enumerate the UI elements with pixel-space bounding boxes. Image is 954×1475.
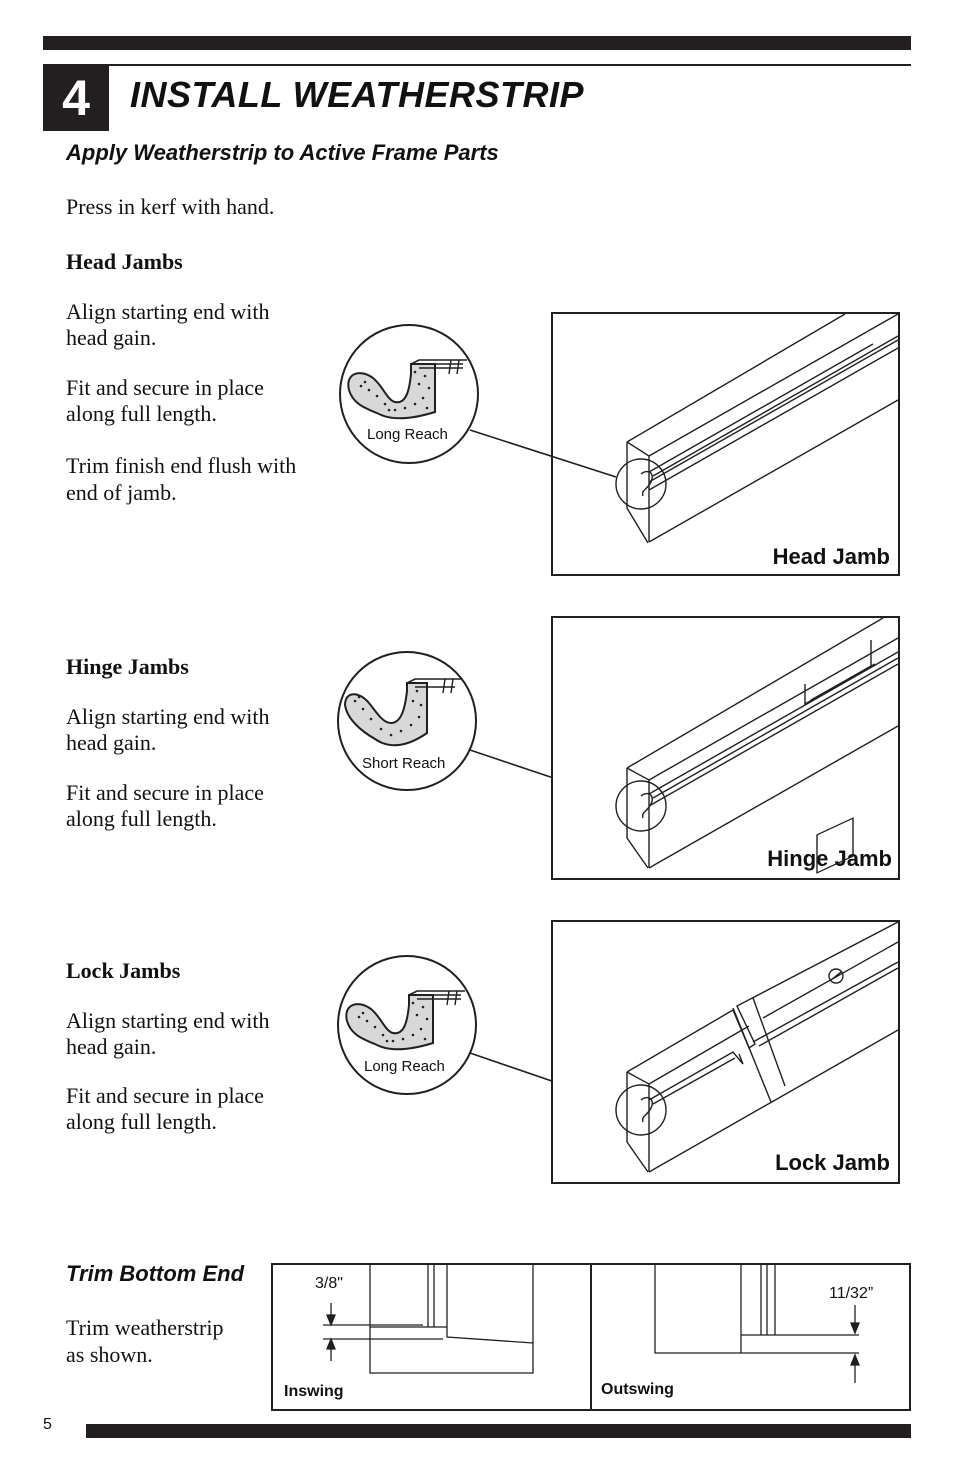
top-rule <box>43 36 911 50</box>
step-number-badge: 4 <box>43 64 109 131</box>
text-line: head gain. <box>66 325 157 350</box>
page-number: 5 <box>43 1416 52 1433</box>
lock-jambs-heading: Lock Jambs <box>66 958 181 983</box>
hinge-jambs-heading: Hinge Jambs <box>66 654 189 679</box>
lock-detail-label: Long Reach <box>364 1058 445 1075</box>
intro-text: Press in kerf with hand. <box>66 194 275 219</box>
head-jambs-paragraph-1: Align starting end with head gain. <box>66 299 269 351</box>
hinge-jamb-figure: Hinge Jamb <box>551 616 900 880</box>
trim-paragraph: Trim weatherstrip as shown. <box>66 1315 223 1368</box>
text-line: Fit and secure in place <box>66 780 264 805</box>
text-line: along full length. <box>66 806 217 831</box>
trim-heading: Trim Bottom End <box>66 1261 245 1286</box>
hinge-jamb-label: Hinge Jamb <box>767 846 892 871</box>
lock-jambs-paragraph-2: Fit and secure in place along full lengt… <box>66 1083 264 1135</box>
head-jambs-paragraph-2: Fit and secure in place along full lengt… <box>66 375 264 427</box>
hinge-jambs-paragraph-1: Align starting end with head gain. <box>66 704 269 756</box>
text-line: end of jamb. <box>66 480 177 505</box>
bottom-rule <box>86 1424 911 1438</box>
text-line: along full length. <box>66 1109 217 1134</box>
lock-jambs-paragraph-1: Align starting end with head gain. <box>66 1008 269 1060</box>
hinge-detail-label: Short Reach <box>362 755 446 772</box>
short-reach-profile-icon <box>337 651 477 791</box>
text-line: head gain. <box>66 730 157 755</box>
trim-diagram: 3/8" Inswing 11/32” Outswing <box>271 1263 911 1411</box>
inswing-label: Inswing <box>284 1383 344 1400</box>
text-line: Trim weatherstrip <box>66 1315 224 1340</box>
lock-weatherstrip-detail: Long Reach <box>337 955 477 1095</box>
text-line: Trim finish end flush with <box>66 453 297 478</box>
head-weatherstrip-detail: Long Reach <box>339 324 479 464</box>
text-line: Fit and secure in place <box>66 375 264 400</box>
head-jambs-heading: Head Jambs <box>66 249 183 274</box>
head-jambs-paragraph-3: Trim finish end flush with end of jamb. <box>66 453 296 506</box>
lock-jamb-illustration <box>615 817 899 1173</box>
long-reach-profile-icon <box>339 324 479 464</box>
text-line: Align starting end with <box>66 1008 270 1033</box>
text-line: Fit and secure in place <box>66 1083 264 1108</box>
long-reach-profile-icon <box>337 955 477 1095</box>
head-jamb-label: Head Jamb <box>772 544 890 569</box>
text-line: head gain. <box>66 1034 157 1059</box>
head-jamb-illustration <box>615 313 899 544</box>
inswing-dimension: 3/8" <box>315 1275 343 1292</box>
head-jamb-figure: Head Jamb <box>551 312 900 576</box>
outswing-dimension: 11/32” <box>829 1285 874 1302</box>
hinge-weatherstrip-detail: Short Reach <box>337 651 477 791</box>
text-line: as shown. <box>66 1342 153 1367</box>
text-line: along full length. <box>66 401 217 426</box>
text-line: Align starting end with <box>66 299 270 324</box>
lock-jamb-label: Lock Jamb <box>775 1150 890 1175</box>
section-subtitle: Apply Weatherstrip to Active Frame Parts <box>66 140 499 165</box>
hinge-jambs-paragraph-2: Fit and secure in place along full lengt… <box>66 780 264 832</box>
lock-jamb-figure: Lock Jamb <box>551 817 900 1184</box>
head-detail-label: Long Reach <box>367 426 448 443</box>
outswing-label: Outswing <box>601 1381 674 1398</box>
header-underline <box>108 64 911 66</box>
page-title: INSTALL WEATHERSTRIP <box>130 74 584 115</box>
text-line: Align starting end with <box>66 704 270 729</box>
hinge-jamb-illustration <box>615 617 899 869</box>
trim-illustration <box>323 1265 860 1409</box>
